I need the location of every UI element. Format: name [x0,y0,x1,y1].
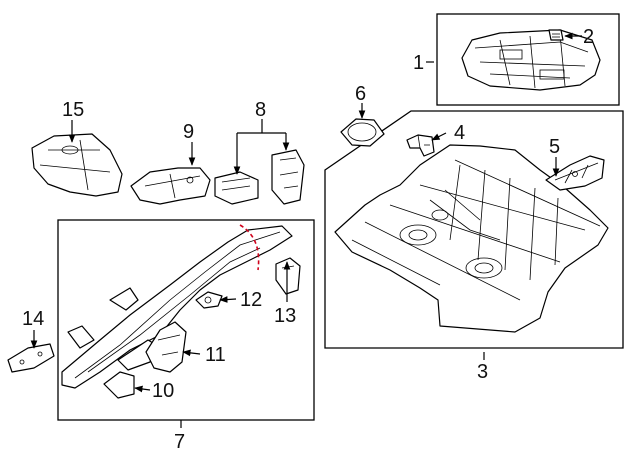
part-7-side-member[interactable] [61,225,293,389]
part-9-support[interactable] [130,167,211,205]
part-5-reinforcement[interactable] [545,155,605,191]
part-10-bracket[interactable] [103,371,135,399]
callout-3: 3 [477,361,488,383]
part-6-seal-ring[interactable] [340,118,385,147]
part-1-floor-pan-cover[interactable] [461,29,601,91]
callout-5: 5 [549,136,560,158]
cut-line [239,224,260,271]
callout-4: 4 [454,122,465,144]
group-box-3 [324,110,624,349]
callout-2: 2 [583,26,594,48]
leader-lines [30,32,582,428]
callout-7: 7 [174,431,185,453]
group-box-1 [436,13,620,106]
callout-14: 14 [22,308,44,330]
group-box-7 [57,219,315,421]
part-11-reinforcement[interactable] [145,321,187,373]
part-4-bracket[interactable] [406,134,435,157]
callout-1: 1 [413,52,424,74]
part-14-plate[interactable] [7,343,55,373]
part-12-nut-plate[interactable] [195,291,223,309]
callout-8: 8 [255,99,266,121]
part-3-rear-floor-pan[interactable] [334,144,609,333]
part-15-housing[interactable] [31,133,123,197]
callout-13: 13 [274,305,296,327]
callout-11: 11 [205,344,226,366]
callout-10: 10 [152,380,174,402]
callout-9: 9 [183,121,194,143]
callout-6: 6 [355,83,366,105]
callout-15: 15 [62,99,84,121]
part-2-clip[interactable] [548,29,564,41]
part-13-gusset[interactable] [275,257,301,295]
part-8-brackets[interactable] [214,149,305,205]
callout-12: 12 [240,289,262,311]
